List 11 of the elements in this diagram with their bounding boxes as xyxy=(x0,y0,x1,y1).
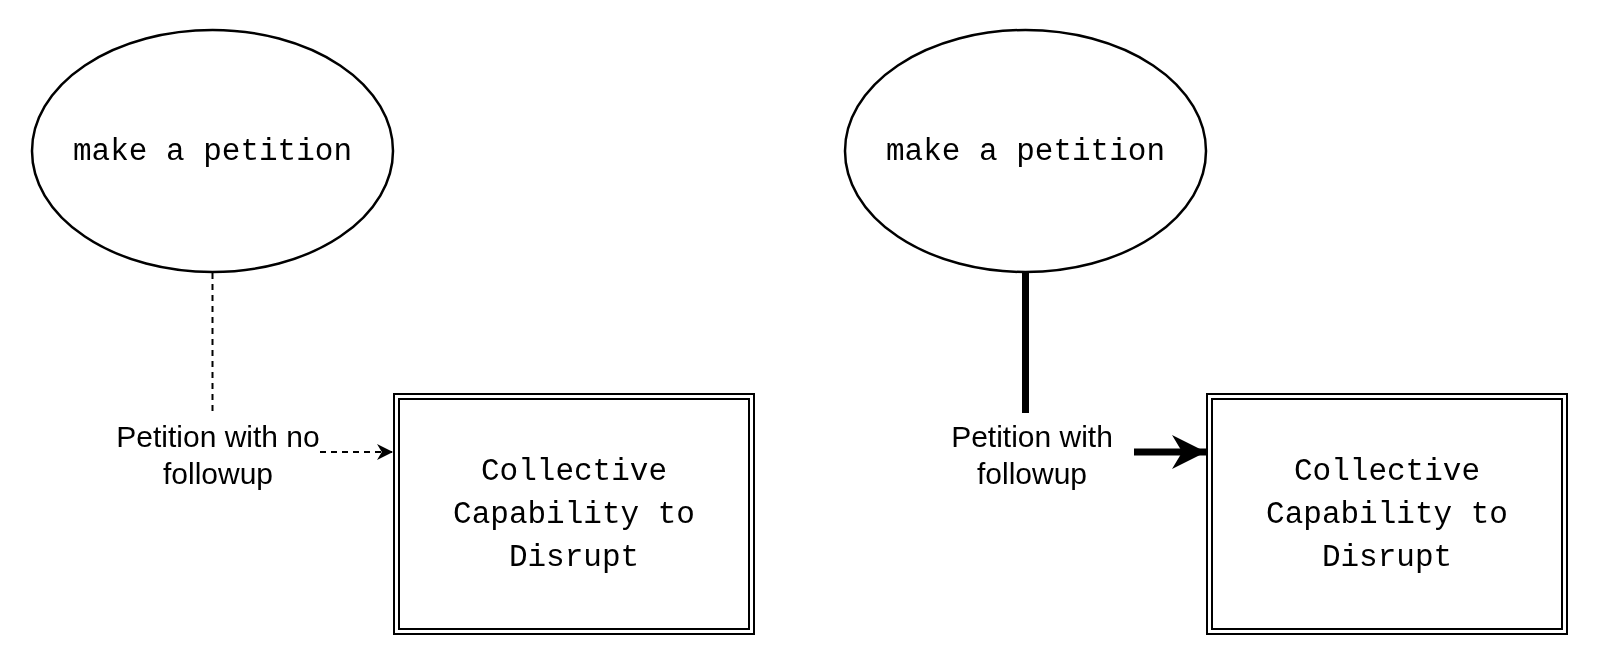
double-border-box xyxy=(1206,393,1568,635)
node-label: Collective Capability to Disrupt xyxy=(452,452,696,577)
arrow xyxy=(319,444,394,460)
ellipse-node xyxy=(844,29,1207,273)
edge-label-text: Petition with followup xyxy=(950,419,1114,492)
node-label: make a petition xyxy=(72,132,352,171)
node-label: Collective Capability to Disrupt xyxy=(1265,452,1509,577)
double-border-box xyxy=(393,393,755,635)
ellipse-node xyxy=(31,29,394,273)
node-label: make a petition xyxy=(885,132,1165,171)
edge-label-text: Petition with no followup xyxy=(116,419,320,492)
